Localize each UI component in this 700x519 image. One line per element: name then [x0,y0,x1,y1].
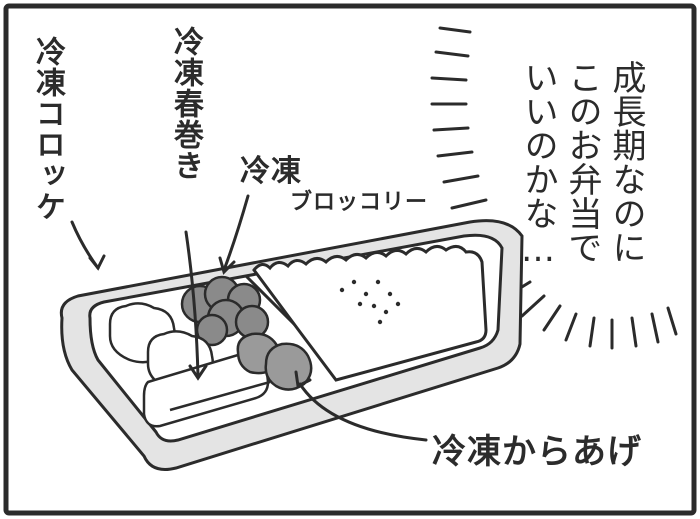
broccoli [180,275,270,347]
sesame-seeds [339,279,401,325]
thought-text: 成長期なのに このお弁当で いいのかな… [516,60,648,320]
thought-line: 成長期なのに [606,60,646,264]
rice [252,245,488,382]
label-korokke: 冷凍コロッケ [30,36,65,222]
thought-line: いいのかな… [518,60,558,270]
karaage [236,332,313,391]
label-broccoli-line2: ブロッコリー [290,190,429,215]
bento-box [59,219,524,471]
label-broccoli-line1: 冷凍 [240,154,302,189]
label-arrows [70,194,428,442]
thought-line: このお弁当で [562,60,602,264]
label-harumaki: 冷凍春巻き [168,26,203,181]
label-karaage: 冷凍からあげ [432,432,642,472]
